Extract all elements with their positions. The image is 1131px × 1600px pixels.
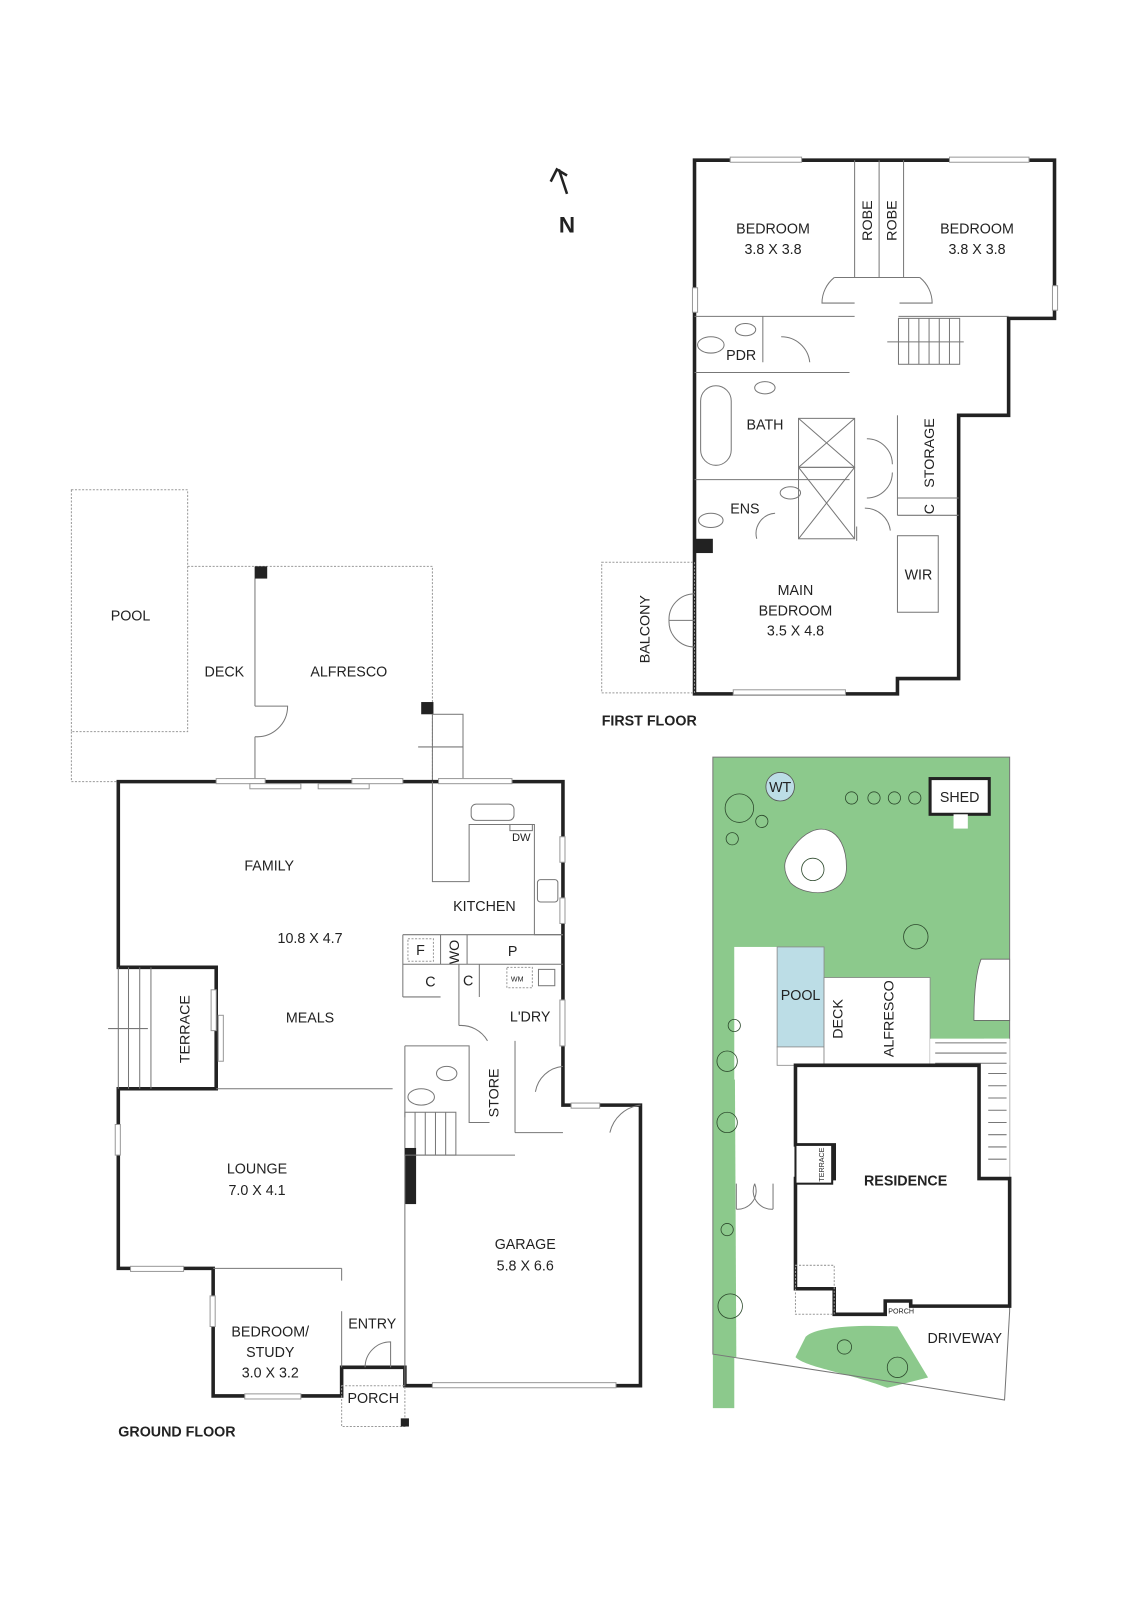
- room-size: 3.5 X 4.8: [767, 624, 824, 640]
- room-label: P: [508, 944, 518, 960]
- site-label: SHED: [940, 790, 980, 806]
- room-label: DECK: [205, 665, 245, 681]
- site-label: ALFRESCO: [881, 980, 897, 1057]
- north-arrow-icon: [549, 167, 569, 195]
- room-label: ROBE: [884, 200, 900, 240]
- room-label: ALFRESCO: [310, 665, 387, 681]
- paving-grid: [930, 1038, 1010, 1182]
- room-label: C: [922, 504, 938, 514]
- room-label: TERRACE: [178, 995, 194, 1063]
- site-label: DRIVEWAY: [928, 1331, 1003, 1347]
- room-label: STORE: [487, 1068, 503, 1117]
- site-label: TERRACE: [818, 1147, 826, 1181]
- room-size: 3.8 X 3.8: [744, 242, 801, 258]
- room-label: BEDROOM: [759, 603, 833, 619]
- ground-floor-title: GROUND FLOOR: [118, 1425, 236, 1441]
- room-label: WO: [447, 940, 463, 965]
- site-label: POOL: [781, 988, 821, 1004]
- appliance-label: WM: [511, 976, 524, 984]
- room-label: STUDY: [246, 1345, 295, 1361]
- room-label: PDR: [726, 348, 756, 364]
- stairs-icon: [887, 317, 964, 365]
- room-label: ENTRY: [348, 1317, 397, 1333]
- site-label: RESIDENCE: [864, 1174, 947, 1190]
- room-label: BEDROOM: [940, 222, 1014, 238]
- room-label: WIR: [905, 568, 933, 584]
- room-label: BEDROOM/: [231, 1325, 309, 1341]
- site-label: WT: [769, 780, 791, 796]
- room-label: BATH: [747, 418, 784, 434]
- room-size: 10.8 X 4.7: [278, 931, 343, 947]
- room-label: LOUNGE: [227, 1161, 287, 1177]
- shed: [928, 777, 991, 816]
- room-label: MAIN: [778, 583, 814, 599]
- room-label: BEDROOM: [736, 222, 810, 238]
- room-size: 5.8 X 6.6: [497, 1258, 554, 1274]
- first-floor-title: FIRST FLOOR: [602, 714, 698, 730]
- room-label: L'DRY: [510, 1009, 551, 1025]
- room-label: ROBE: [860, 200, 876, 240]
- room-label: C: [425, 975, 435, 991]
- room-size: 3.0 X 3.2: [242, 1366, 299, 1382]
- ground-floor-plan: [70, 489, 643, 1428]
- room-label: C: [463, 974, 473, 990]
- room-label: F: [416, 943, 425, 959]
- room-label: POOL: [111, 608, 151, 624]
- room-label: MEALS: [286, 1010, 334, 1026]
- room-label: KITCHEN: [453, 899, 516, 915]
- water-tank: [765, 772, 795, 802]
- appliance-label: DW: [512, 832, 531, 844]
- site-label: DECK: [830, 999, 846, 1039]
- room-label: GARAGE: [495, 1237, 556, 1253]
- site-plan: [712, 756, 1012, 1409]
- first-floor-plan: [601, 156, 1059, 696]
- site-label: PORCH: [888, 1307, 914, 1315]
- room-label: STORAGE: [922, 418, 938, 488]
- compass-label: N: [559, 213, 575, 238]
- room-label: ENS: [730, 501, 759, 517]
- room-size: 7.0 X 4.1: [228, 1183, 285, 1199]
- room-size: 3.8 X 3.8: [948, 242, 1005, 258]
- room-label: PORCH: [348, 1391, 400, 1407]
- room-label: FAMILY: [244, 858, 294, 874]
- room-label: BALCONY: [638, 595, 654, 664]
